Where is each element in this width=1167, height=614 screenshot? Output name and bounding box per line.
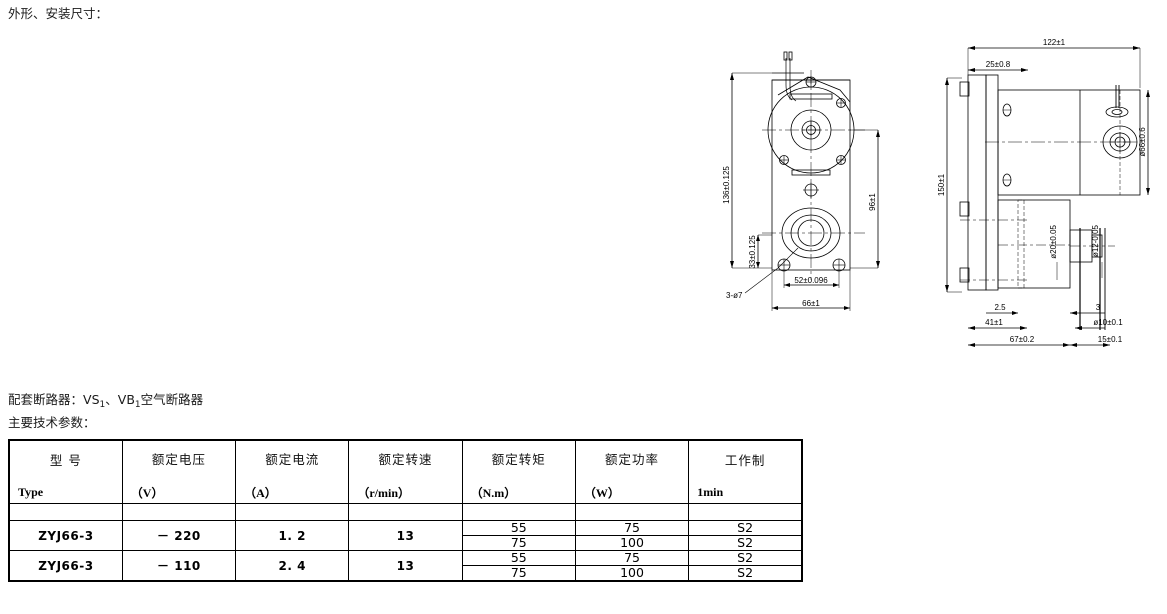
cell-power-b: 100 (620, 535, 644, 550)
dim-side-small-step: 2.5 (994, 303, 1006, 312)
column-header-power: 额定功率 （W） (574, 439, 690, 504)
column-header-duty: 工作制 1min (688, 439, 804, 504)
breaker-model-vs: VS (83, 392, 100, 407)
column-header-type: 型 号 Type (7, 439, 123, 504)
table-row: ZYJ66-3 － 110 2. 4 13 55 75 75 100 S2 S2 (7, 550, 804, 582)
cell-duty: S2 S2 (688, 550, 804, 582)
cell-current: 2. 4 (235, 550, 350, 582)
column-header-voltage: 额定电压 （V） (121, 439, 237, 504)
dim-side-shaft-length: 15±0.1 (1098, 335, 1123, 344)
parameters-section-title: 主要技术参数： (8, 415, 96, 430)
dim-side-base-total: 67±0.2 (1010, 335, 1035, 344)
cell-power: 75 100 (574, 520, 690, 551)
dim-front-overall-width: 66±1 (802, 299, 820, 308)
cell-duty: S2 S2 (688, 520, 804, 551)
breaker-suffix: 空气断路器 (140, 392, 204, 407)
dim-front-hole-note: 3-ø7 (726, 291, 743, 300)
cell-power-a: 75 (575, 521, 689, 536)
dim-side-overall-length: 122±1 (1043, 38, 1066, 47)
spacer-cell (235, 503, 350, 521)
column-header-speed: 额定转速 （r/min） (348, 439, 463, 504)
dim-side-shaft-boss-dia: ø20±0.05 (1049, 224, 1058, 258)
cell-speed: 13 (348, 550, 463, 582)
cell-torque: 55 75 (461, 550, 576, 582)
dim-side-flange-thickness: 25±0.8 (986, 60, 1011, 69)
column-header-duty-cn: 工作制 (724, 453, 766, 468)
spacer-cell (574, 503, 690, 521)
dim-side-shaft-flange: ø10±0.1 (1093, 318, 1123, 327)
column-header-torque-unit: （N.m） (470, 486, 517, 500)
dim-side-overall-height: 150±1 (937, 173, 946, 196)
breaker-model-vs-subscript: 1 (99, 400, 106, 410)
cell-voltage: － 110 (121, 550, 237, 582)
table-header-row: 型 号 Type 额定电压 （V） 额定电流 （A） 额定转速 （r/min） … (7, 439, 804, 504)
column-header-duty-unit: 1min (697, 485, 724, 499)
column-header-voltage-unit: （V） (130, 486, 164, 500)
cell-type: ZYJ66-3 (7, 550, 123, 582)
cell-duty-a: S2 (689, 521, 801, 536)
spacer-cell (121, 503, 237, 521)
cell-duty-b: S2 (737, 535, 754, 550)
spacer-cell (348, 503, 463, 521)
dim-front-bolt-spacing: 52±0.096 (794, 276, 828, 285)
column-header-speed-unit: （r/min） (357, 486, 411, 500)
spacer-cell (7, 503, 123, 521)
dim-side-shaft-dia: ø12-0.05 (1091, 224, 1100, 257)
table-spacer-row (7, 503, 804, 521)
column-header-voltage-cn: 额定电压 (151, 452, 206, 467)
column-header-power-unit: （W） (583, 486, 620, 500)
front-elevation-drawing: 136±0.125 96±1 33±0.125 52±0.096 66±1 3-… (700, 40, 900, 340)
cell-type: ZYJ66-3 (7, 520, 123, 551)
column-header-type-cn: 型 号 (49, 453, 82, 468)
technical-parameters-table: 型 号 Type 额定电压 （V） 额定电流 （A） 额定转速 （r/min） … (7, 439, 804, 582)
cell-torque: 55 75 (461, 520, 576, 551)
dim-front-bottom-offset: 33±0.125 (748, 235, 757, 269)
cell-torque-b: 75 (510, 565, 527, 580)
cell-torque-a: 55 (462, 551, 575, 566)
breaker-separator: 、 (105, 392, 118, 407)
column-header-current-unit: （A） (244, 486, 277, 500)
column-header-current-cn: 额定电流 (265, 452, 320, 467)
breaker-label: 配套断路器： (8, 392, 84, 407)
column-header-power-cn: 额定功率 (605, 452, 660, 467)
column-header-type-en: Type (18, 485, 44, 499)
cell-torque-b: 75 (510, 535, 527, 550)
cell-duty-a: S2 (689, 551, 801, 566)
dim-front-overall-height: 136±0.125 (722, 166, 731, 204)
spacer-cell (461, 503, 576, 521)
side-elevation-drawing: 122±1 25±0.8 150±1 ø66±0.6 ø20±0.05 ø12-… (930, 30, 1165, 360)
breaker-model-vb-subscript: 1 (134, 400, 141, 410)
spacer-cell (688, 503, 804, 521)
dim-side-shaft-step: 3 (1096, 303, 1101, 312)
breaker-spec-line: 配套断路器：VS1、VB1空气断路器 (8, 392, 203, 413)
cell-power: 75 100 (574, 550, 690, 582)
cell-power-b: 100 (620, 565, 644, 580)
cell-voltage: － 220 (121, 520, 237, 551)
cell-torque-a: 55 (462, 521, 575, 536)
column-header-speed-cn: 额定转速 (378, 452, 433, 467)
cell-speed: 13 (348, 520, 463, 551)
table-row: ZYJ66-3 － 220 1. 2 13 55 75 75 100 S2 S2 (7, 520, 804, 551)
dim-side-base-width: 41±1 (985, 318, 1003, 327)
cell-current: 1. 2 (235, 520, 350, 551)
cell-duty-b: S2 (737, 565, 754, 580)
column-header-torque: 额定转矩 （N.m） (461, 439, 576, 504)
dim-side-body-diameter: ø66±0.6 (1138, 127, 1147, 157)
column-header-torque-cn: 额定转矩 (491, 452, 546, 467)
page-title: 外形、安装尺寸： (8, 6, 109, 21)
breaker-model-vb: VB (117, 392, 135, 407)
column-header-current: 额定电流 （A） (235, 439, 350, 504)
dim-front-mount-height: 96±1 (868, 193, 877, 211)
cell-power-a: 75 (575, 551, 689, 566)
